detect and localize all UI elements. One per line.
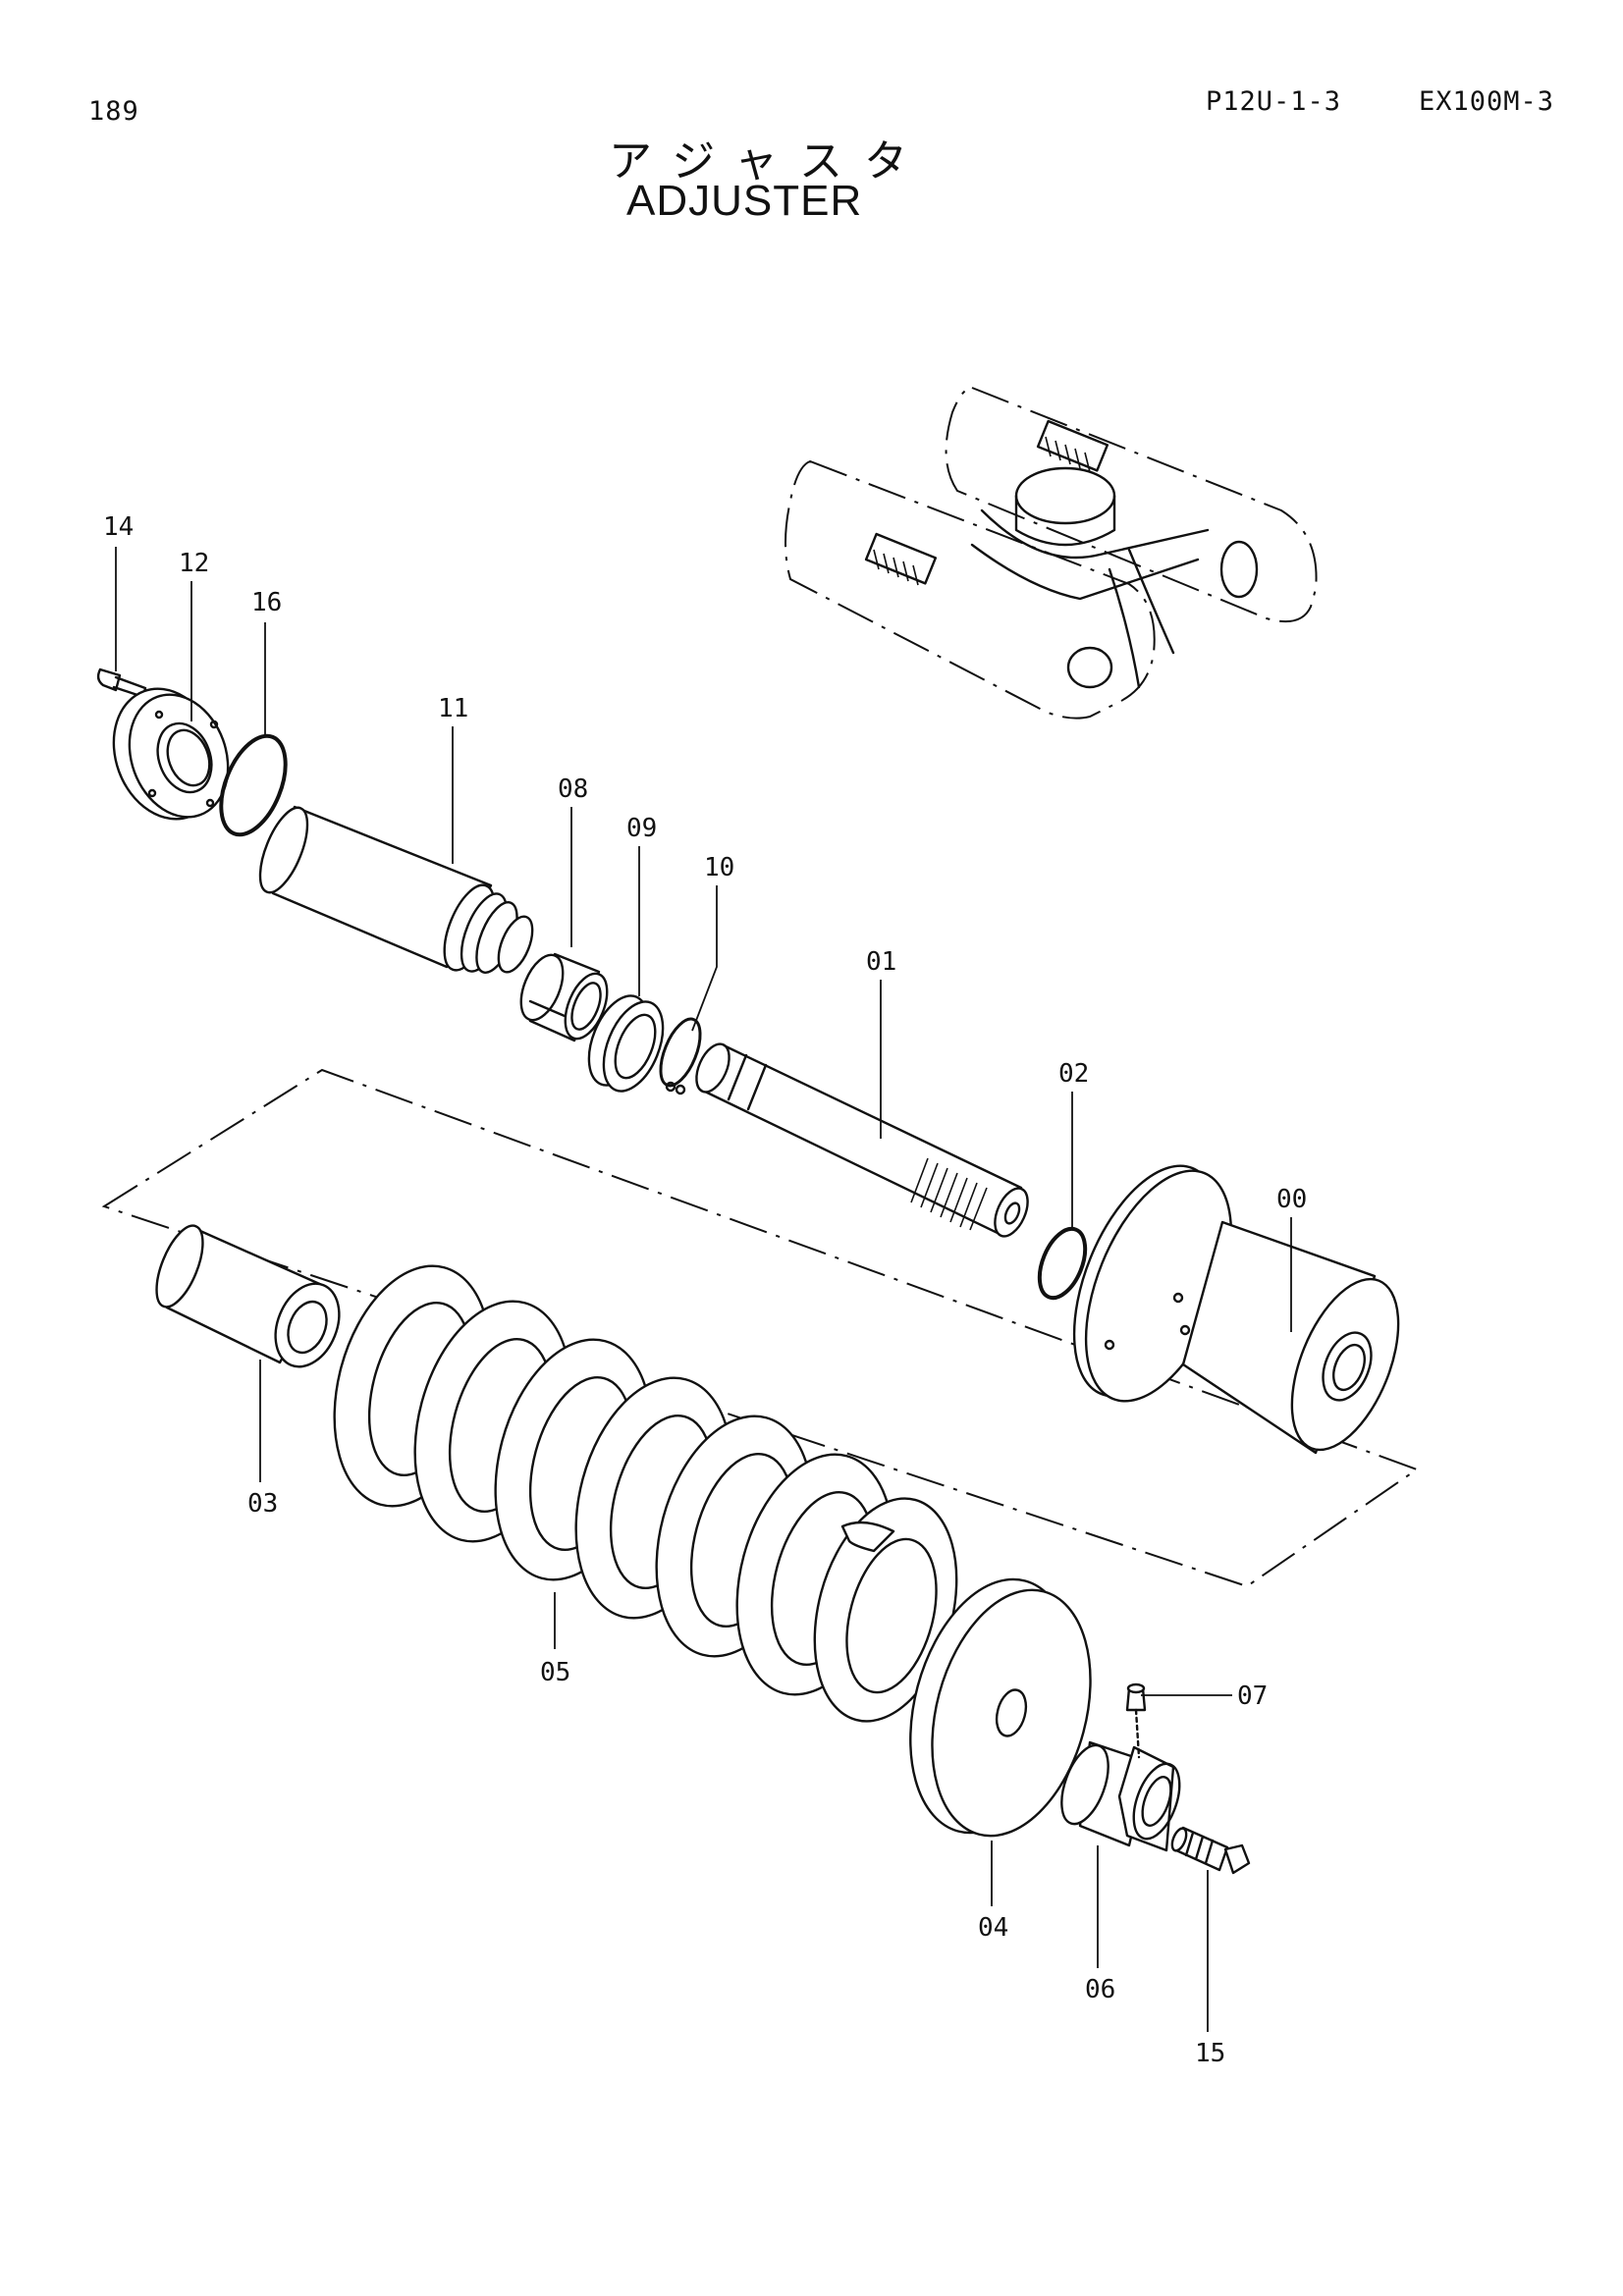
- label-part-08: 08: [558, 774, 588, 804]
- label-part-16: 16: [251, 588, 282, 617]
- title-japanese: アジャスタ: [609, 136, 930, 187]
- valve-body-part-06: [1060, 1740, 1181, 1852]
- packing-part-08: [519, 952, 609, 1042]
- snap-ring-part-10: [659, 1017, 702, 1095]
- page-number: 189: [88, 96, 139, 127]
- model-code: EX100M-3: [1419, 86, 1555, 117]
- label-part-11: 11: [438, 694, 468, 723]
- label-part-04: 04: [978, 1913, 1008, 1943]
- grease-nipple-part-15: [1170, 1826, 1251, 1875]
- label-part-15: 15: [1195, 2039, 1225, 2068]
- o-ring-part-02: [1037, 1226, 1088, 1301]
- rod-part-01: [695, 1042, 1029, 1238]
- label-part-10: 10: [704, 853, 734, 882]
- spring-seat-part-04: [909, 1577, 1092, 1838]
- label-part-06: 06: [1085, 1975, 1115, 2004]
- fitting-part-07: [1125, 1682, 1147, 1759]
- label-part-14: 14: [103, 512, 134, 542]
- page-code: P12U-1-3: [1206, 86, 1342, 117]
- spacer-part-03: [155, 1224, 341, 1368]
- flange-part-12: [112, 687, 230, 821]
- leader-lines: [115, 547, 1292, 2032]
- title-english: ADJUSTER: [626, 177, 863, 225]
- label-part-00: 00: [1276, 1185, 1307, 1214]
- spring-part-05: [333, 1264, 958, 1723]
- label-part-07: 07: [1237, 1682, 1268, 1711]
- label-part-03: 03: [247, 1489, 278, 1519]
- label-part-02: 02: [1058, 1059, 1089, 1089]
- assembly-boundary: [101, 1068, 1420, 1588]
- ring-part-09: [587, 994, 665, 1093]
- label-part-12: 12: [179, 549, 209, 578]
- label-part-05: 05: [540, 1658, 570, 1687]
- cylinder-part-11: [258, 805, 534, 974]
- o-ring-part-16: [219, 733, 288, 837]
- label-part-09: 09: [626, 814, 657, 843]
- label-part-01: 01: [866, 947, 896, 977]
- cylinder-body-part-00: [1072, 1164, 1400, 1455]
- undercarriage-inset: [784, 386, 1318, 720]
